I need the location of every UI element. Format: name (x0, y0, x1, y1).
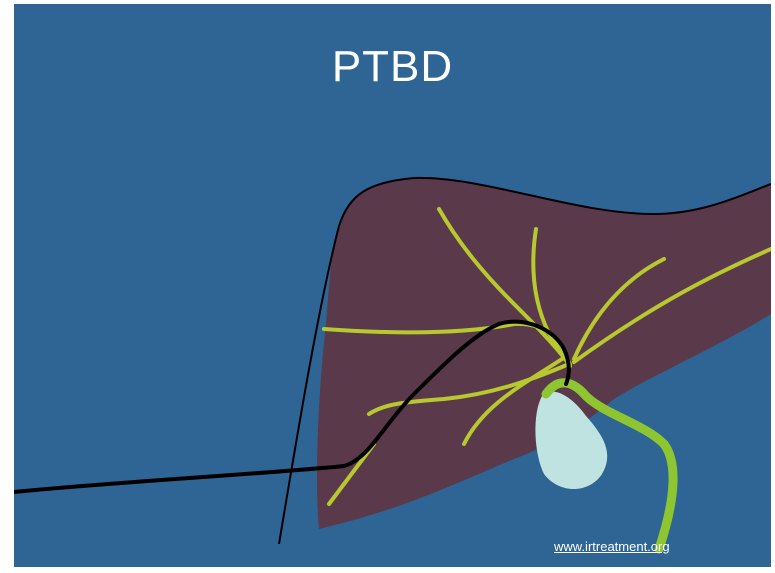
slide-title: PTBD (14, 42, 771, 92)
credit-link[interactable]: www.irtreatment.org (554, 539, 670, 554)
ptbd-diagram-slide: PTBD www.irtreatment.org (14, 4, 771, 567)
liver-shape (317, 178, 771, 529)
